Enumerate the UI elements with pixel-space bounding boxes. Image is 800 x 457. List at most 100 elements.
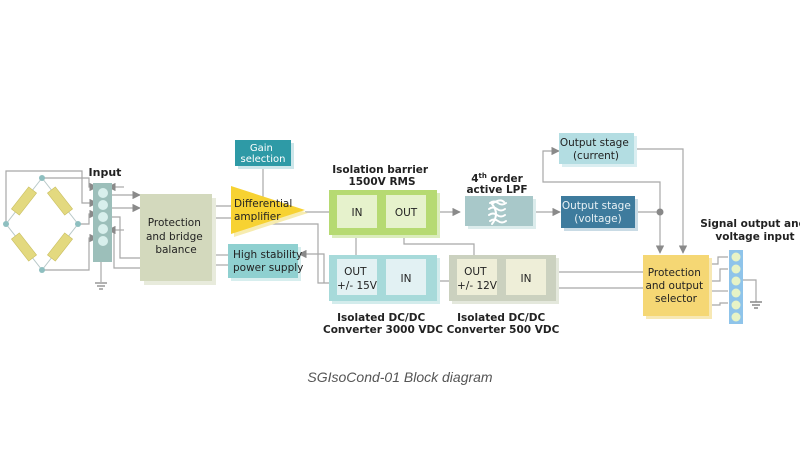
resistor	[47, 232, 73, 262]
svg-text:Differential amplifier: Differential amplifier	[234, 198, 296, 223]
wheatstone-bridge	[3, 175, 81, 273]
dcdc-500-out-port	[457, 259, 497, 295]
block-label: Differential	[234, 198, 292, 210]
svg-text:Protection and output: Protection and output selector	[645, 267, 706, 305]
terminal-pin[interactable]	[731, 264, 741, 274]
protection-bridge-balance-block[interactable]: Protection and bridge balance	[140, 194, 216, 285]
port-label: OUT	[344, 266, 367, 278]
lpf-title-line2: active LPF	[466, 184, 527, 196]
terminal-pin[interactable]	[98, 188, 108, 198]
isolation-out-port	[386, 195, 426, 228]
svg-text:Isolated DC/DC Converter: Isolated DC/DC Converter 500 VDC	[447, 312, 560, 336]
isolation-barrier-block[interactable]: Isolation barrier 1500V RMS IN OUT	[329, 164, 440, 238]
block-label: and bridge	[146, 231, 203, 243]
output-selector-block[interactable]: Protection and output selector	[643, 255, 712, 319]
output-stage-voltage-block[interactable]: Output stage (voltage)	[561, 196, 638, 231]
svg-text:OUT +/- 15V: OUT +/- 15V	[337, 266, 378, 292]
terminal-pin[interactable]	[98, 212, 108, 222]
block-label: High stability	[233, 249, 302, 261]
ground-icon	[95, 282, 107, 290]
block-caption: Converter 500 VDC	[447, 324, 560, 336]
block-label: selection	[241, 154, 286, 165]
bridge-node	[3, 221, 9, 227]
svg-text:4th order: 4th order	[471, 172, 523, 185]
dcdc-3000-out-port	[337, 259, 377, 295]
resistor	[11, 232, 37, 262]
wire-current-selector	[637, 148, 688, 254]
block-title: 1500V RMS	[348, 176, 415, 188]
block-label: selector	[655, 293, 698, 305]
wire-bridge-top	[42, 177, 98, 192]
lpf-block[interactable]: 4th order active LPF	[465, 172, 536, 229]
lpf-title-number: 4	[471, 173, 478, 185]
diagram-caption: SGIsoCond-01 Block diagram	[307, 369, 493, 385]
block-title: Isolation barrier	[332, 164, 429, 176]
block-caption: Isolated DC/DC	[457, 312, 545, 324]
dcdc-3000-block[interactable]: OUT +/- 15V IN Isolated DC/DC Converter …	[323, 255, 443, 336]
wire-in-3	[106, 216, 140, 259]
block-label: (current)	[573, 150, 619, 162]
terminal-pin[interactable]	[731, 312, 741, 322]
wire-15v-ps	[298, 249, 325, 283]
terminal-pin[interactable]	[731, 288, 741, 298]
bridge-node	[75, 221, 81, 227]
lpf-title-suffix: order	[487, 173, 524, 185]
output-stage-current-block[interactable]: Output stage (current)	[559, 133, 637, 167]
isolation-in-port	[337, 195, 377, 228]
svg-text:Output stage (current): Output stage (current)	[560, 137, 632, 162]
terminal-pin[interactable]	[98, 236, 108, 246]
block-label: Output stage	[560, 137, 629, 149]
lpf-title-sup: th	[479, 172, 487, 180]
gain-selection-block[interactable]: Gain selection	[235, 140, 294, 169]
wire-out-ground	[741, 279, 757, 302]
resistor	[47, 186, 73, 216]
svg-text:OUT +/- 12V: OUT +/- 12V	[457, 266, 498, 292]
wire-sel-out-1	[712, 256, 728, 265]
port-label: +/- 12V	[457, 280, 498, 292]
svg-text:Protection and bridge: Protection and bridge balance	[146, 217, 206, 256]
terminal-pin[interactable]	[731, 252, 741, 262]
block-label: (voltage)	[574, 213, 621, 225]
dcdc-3000-in-port	[386, 259, 426, 295]
isolation-in-label: IN	[352, 207, 363, 219]
port-label: OUT	[464, 266, 487, 278]
block-label: Protection	[148, 217, 201, 229]
terminal-pin[interactable]	[98, 224, 108, 234]
input-label: Input	[89, 166, 122, 179]
port-label: +/- 15V	[337, 280, 378, 292]
block-label: and output	[645, 280, 703, 292]
junction-dot	[656, 208, 664, 216]
filter-wave-icon	[488, 199, 507, 225]
svg-text:Isolation barrier 1500V: Isolation barrier 1500V RMS	[332, 164, 432, 188]
bridge-node	[39, 267, 45, 273]
wire-node-current	[542, 146, 661, 212]
resistor	[11, 186, 37, 216]
svg-text:Isolated DC/DC Converter: Isolated DC/DC Converter 3000 VDC	[323, 312, 443, 336]
wire-sel-out-2	[712, 268, 728, 282]
wire-sel-out-4	[712, 302, 728, 306]
dcdc-500-in-port	[506, 259, 546, 295]
port-label: IN	[521, 273, 532, 285]
dcdc-500-block[interactable]: OUT +/- 12V IN Isolated DC/DC Converter …	[447, 255, 560, 336]
signal-output-terminal-block: Signal output and voltage input	[700, 218, 800, 324]
block-label: balance	[155, 244, 196, 256]
svg-text:Signal output and voltag: Signal output and voltage input	[700, 218, 800, 243]
differential-amplifier-block[interactable]: Differential amplifier	[231, 186, 308, 237]
block-label: power supply	[233, 262, 303, 274]
bridge-node	[39, 175, 45, 181]
block-title: Signal output and	[700, 218, 800, 230]
block-caption: Isolated DC/DC	[337, 312, 425, 324]
terminal-pin[interactable]	[731, 276, 741, 286]
block-title: voltage input	[715, 231, 794, 243]
block-label: Output stage	[562, 200, 631, 212]
terminal-pin[interactable]	[731, 300, 741, 310]
svg-text:High stability power sup: High stability power supply	[233, 249, 306, 274]
power-supply-block[interactable]: High stability power supply	[228, 244, 306, 281]
ground-icon	[750, 301, 762, 309]
input-terminal-block: Input	[89, 166, 122, 290]
port-label: IN	[401, 273, 412, 285]
terminal-pin[interactable]	[98, 200, 108, 210]
isolation-out-label: OUT	[395, 207, 418, 219]
block-label: Gain	[250, 143, 273, 154]
